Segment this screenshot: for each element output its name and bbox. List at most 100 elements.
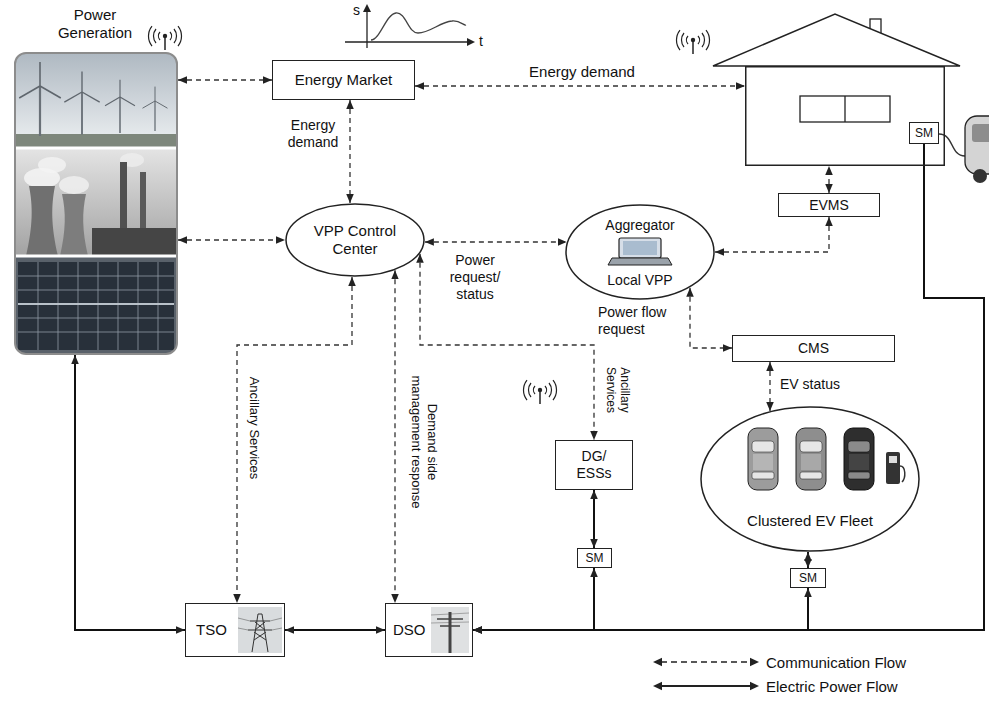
wind-farm-photo <box>81 72 82 92</box>
wireless-icon <box>539 392 541 404</box>
power-arrow <box>285 629 385 631</box>
legend-text: Electric Power Flow <box>766 678 898 695</box>
power-plant-photo <box>38 157 66 173</box>
house-roof <box>713 14 960 66</box>
wind-farm-photo <box>120 97 135 106</box>
node-label: DG/ ESSs <box>572 448 617 482</box>
smart-meter-box: SM <box>790 568 826 588</box>
edge-label: Ancillary Services <box>603 352 632 428</box>
wind-farm-photo <box>119 97 121 133</box>
wind-farm-photo <box>19 62 61 136</box>
pole-photo <box>449 612 452 653</box>
power-plant-photo <box>59 176 89 194</box>
pole-photo <box>431 607 469 653</box>
edge-label: Power request/ status <box>440 252 510 302</box>
node-heading: Power Generation <box>50 6 140 42</box>
communication-arrow <box>349 100 350 203</box>
ev-car-icon <box>752 472 774 479</box>
node-label: CMS <box>798 340 829 357</box>
ev-car-icon <box>849 454 869 470</box>
communication-arrow <box>690 288 732 348</box>
charger-icon <box>886 452 900 484</box>
communication-arrow <box>237 277 352 603</box>
communication-arrow <box>425 241 567 242</box>
wind-farm-photo <box>15 134 177 148</box>
car-icon <box>973 169 987 183</box>
laptop-icon <box>608 238 672 265</box>
solar-panel-photo <box>15 256 177 354</box>
communication-arrow <box>715 217 829 252</box>
charger-icon <box>889 456 897 463</box>
price-chart <box>371 13 466 40</box>
wireless-icon <box>148 26 181 46</box>
charger-icon <box>886 452 905 484</box>
edge-label: Demand side management response <box>409 372 440 512</box>
communication-arrow <box>394 270 395 603</box>
power-arrow <box>593 490 595 548</box>
edge-label: EV status <box>780 376 860 393</box>
wind-farm-photo <box>15 53 177 148</box>
price-chart <box>467 38 475 46</box>
node-label: SM <box>915 126 933 140</box>
wireless-icon <box>148 26 181 50</box>
ev-car-icon <box>800 441 822 452</box>
dg-ess-box: DG/ ESSs <box>555 440 633 490</box>
legend-sample <box>661 661 751 662</box>
legend-item: Communication Flow <box>652 650 906 674</box>
pylon-photo <box>238 618 282 630</box>
charger-icon <box>900 466 905 482</box>
ev-fleet-ellipse: Clustered EV Fleet <box>700 406 920 552</box>
ev-car-icon <box>796 428 826 490</box>
solar-panel-photo <box>18 262 174 350</box>
node-label: DSO <box>393 621 426 639</box>
house-window <box>844 96 845 122</box>
node-label: Clustered EV Fleet <box>747 512 873 530</box>
ellipse-outline <box>700 406 920 552</box>
laptop-icon <box>608 258 672 265</box>
axis-label: t <box>479 33 483 50</box>
node-label: EVMS <box>809 197 849 214</box>
wind-farm-photo <box>143 87 168 131</box>
wind-farm-photo <box>155 87 156 101</box>
legend-sample <box>750 658 759 666</box>
power-arrow <box>807 552 809 568</box>
car-icon <box>939 116 989 183</box>
ev-car-icon <box>801 454 821 470</box>
tso-box: TSO <box>185 603 285 657</box>
ev-car-icon <box>752 441 774 452</box>
ellipse-outline <box>566 205 714 299</box>
node-label: TSO <box>196 621 227 639</box>
solar-panel-photo <box>18 262 174 350</box>
ev-car-icon <box>748 428 778 490</box>
pylon-photo <box>238 607 282 653</box>
wireless-icon <box>523 380 556 400</box>
power-arrow <box>473 568 594 630</box>
dso-box: DSO <box>385 603 473 657</box>
solar-panel-photo <box>18 303 174 305</box>
power-plant-photo <box>15 148 177 256</box>
power-plant-photo <box>60 194 88 256</box>
market-box: Energy Market <box>272 60 415 100</box>
wireless-icon <box>523 380 556 404</box>
power-plant-photo <box>92 228 177 256</box>
axis-label: s <box>353 2 360 19</box>
node-label: Energy Market <box>295 71 393 89</box>
communication-arrow <box>178 79 272 80</box>
price-chart <box>345 4 475 48</box>
legend-sample <box>652 654 760 670</box>
legend-text: Communication Flow <box>766 654 906 671</box>
laptop-icon <box>619 238 661 258</box>
wireless-icon <box>164 38 166 50</box>
wireless-icon <box>676 30 709 50</box>
wireless-icon <box>676 30 709 54</box>
power-plant-photo <box>26 186 58 256</box>
legend-sample <box>653 658 662 666</box>
legend-sample <box>661 685 751 687</box>
node-label: SM <box>586 551 604 565</box>
wind-farm-photo <box>15 53 177 148</box>
price-chart <box>363 4 371 12</box>
ev-car-icon <box>844 428 874 490</box>
communication-arrow <box>178 239 285 240</box>
wind-farm-photo <box>39 86 41 136</box>
wind-farm-photo <box>19 86 40 98</box>
